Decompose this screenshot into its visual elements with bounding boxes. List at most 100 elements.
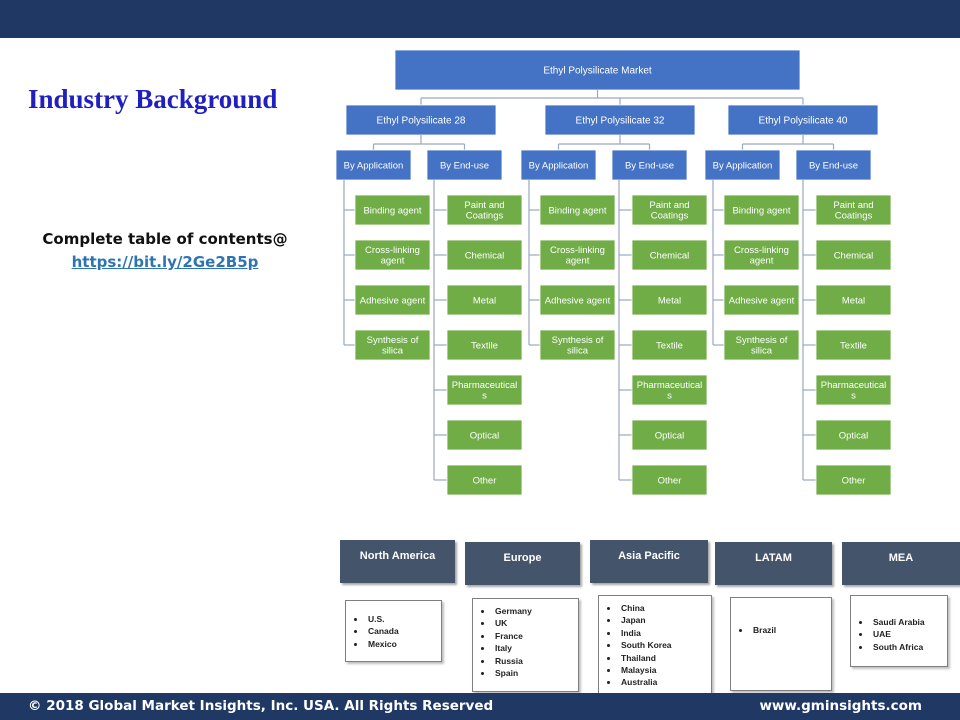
end-use-leaf-box xyxy=(815,374,892,406)
application-leaf-box xyxy=(723,194,800,226)
end-use-leaf-label: Other xyxy=(658,475,682,486)
end-use-leaf: Metal xyxy=(446,284,523,316)
region-country-list: ChinaJapanIndiaSouth KoreaThailandMalays… xyxy=(598,595,712,694)
category-node-end-use-box xyxy=(795,149,872,181)
end-use-leaf: Optical xyxy=(815,419,892,451)
application-leaf-box xyxy=(539,239,616,271)
application-leaf: Adhesive agent xyxy=(539,284,616,316)
country-item: Saudi Arabia xyxy=(871,616,947,628)
region-header: Europe xyxy=(465,542,580,585)
product-node-label: Ethyl Polysilicate 40 xyxy=(759,116,848,127)
end-use-leaf-box xyxy=(815,194,892,226)
product-node-label: Ethyl Polysilicate 28 xyxy=(377,116,466,127)
toc-block: Complete table of contents@ https://bit.… xyxy=(10,230,320,271)
application-leaf-box xyxy=(539,284,616,316)
end-use-leaf-box xyxy=(446,464,523,496)
end-use-leaf: Chemical xyxy=(446,239,523,271)
end-use-leaf-label: Other xyxy=(842,475,866,486)
toc-link[interactable]: https://bit.ly/2Ge2B5p xyxy=(71,253,259,271)
end-use-leaf-label: Textile xyxy=(656,340,683,351)
product-node: Ethyl Polysilicate 28 xyxy=(345,104,497,136)
country-item: Brazil xyxy=(751,624,831,636)
country-item: Australia xyxy=(619,676,711,688)
product-node: Ethyl Polysilicate 40 xyxy=(727,104,879,136)
category-node-application-label: By Application xyxy=(713,160,773,171)
end-use-leaf-label: Other xyxy=(473,475,497,486)
country-item: India xyxy=(619,627,711,639)
end-use-leaf: Textile xyxy=(815,329,892,361)
category-node-application-label: By Application xyxy=(344,160,404,171)
end-use-leaf-box xyxy=(815,464,892,496)
region-country-list: U.S.CanadaMexico xyxy=(345,600,442,662)
country-item: France xyxy=(493,630,578,642)
footer-website[interactable]: www.gminsights.com xyxy=(759,698,922,714)
country-item: Canada xyxy=(366,625,441,637)
end-use-leaf-box xyxy=(446,374,523,406)
end-use-leaf-box xyxy=(815,284,892,316)
end-use-leaf: Chemical xyxy=(815,239,892,271)
end-use-leaf-box xyxy=(815,329,892,361)
category-node-end-use: By End-use xyxy=(795,149,872,181)
end-use-leaf-box xyxy=(815,419,892,451)
product-node-label: Ethyl Polysilicate 32 xyxy=(576,116,665,127)
end-use-leaf: Textile xyxy=(446,329,523,361)
application-leaf-box xyxy=(723,284,800,316)
toc-label: Complete table of contents@ xyxy=(42,230,288,248)
end-use-leaf-label: Optical xyxy=(655,430,685,441)
root-node-label: Ethyl Polysilicate Market xyxy=(543,66,652,77)
end-use-leaf: Optical xyxy=(631,419,708,451)
end-use-leaf: Metal xyxy=(815,284,892,316)
end-use-leaf-label: Metal xyxy=(473,295,496,306)
country-item: Thailand xyxy=(619,652,711,664)
application-leaf: Binding agent xyxy=(354,194,431,226)
category-node-end-use: By End-use xyxy=(611,149,688,181)
region-header: North America xyxy=(340,540,455,583)
product-node-box xyxy=(345,104,497,136)
category-node-application: By Application xyxy=(704,149,781,181)
end-use-leaf: Textile xyxy=(631,329,708,361)
end-use-leaf-box xyxy=(446,419,523,451)
application-leaf-box xyxy=(354,284,431,316)
region-header: MEA xyxy=(842,542,960,585)
country-item: Japan xyxy=(619,614,711,626)
category-node-application: By Application xyxy=(520,149,597,181)
end-use-leaf-box xyxy=(631,239,708,271)
category-node-application-box xyxy=(335,149,412,181)
application-leaf-label: Adhesive agent xyxy=(360,295,426,306)
end-use-leaf-box xyxy=(631,464,708,496)
application-leaf-label: Binding agent xyxy=(732,205,790,216)
region-country-list: Brazil xyxy=(730,597,832,691)
end-use-leaf-box xyxy=(631,329,708,361)
country-item: Mexico xyxy=(366,638,441,650)
end-use-leaf-label: Textile xyxy=(840,340,867,351)
application-leaf-box xyxy=(723,239,800,271)
end-use-leaf: Metal xyxy=(631,284,708,316)
region-header: LATAM xyxy=(715,542,832,585)
end-use-leaf: Optical xyxy=(446,419,523,451)
country-item: UAE xyxy=(871,628,947,640)
category-node-application-box xyxy=(704,149,781,181)
region-country-list: Saudi ArabiaUAESouth Africa xyxy=(850,595,948,667)
end-use-leaf-box xyxy=(446,329,523,361)
end-use-leaf-label: Textile xyxy=(471,340,498,351)
category-node-end-use-box xyxy=(426,149,503,181)
country-item: U.S. xyxy=(366,613,441,625)
product-node-box xyxy=(544,104,696,136)
category-node-application-label: By Application xyxy=(529,160,589,171)
end-use-leaf-box xyxy=(815,239,892,271)
application-leaf: Binding agent xyxy=(539,194,616,226)
